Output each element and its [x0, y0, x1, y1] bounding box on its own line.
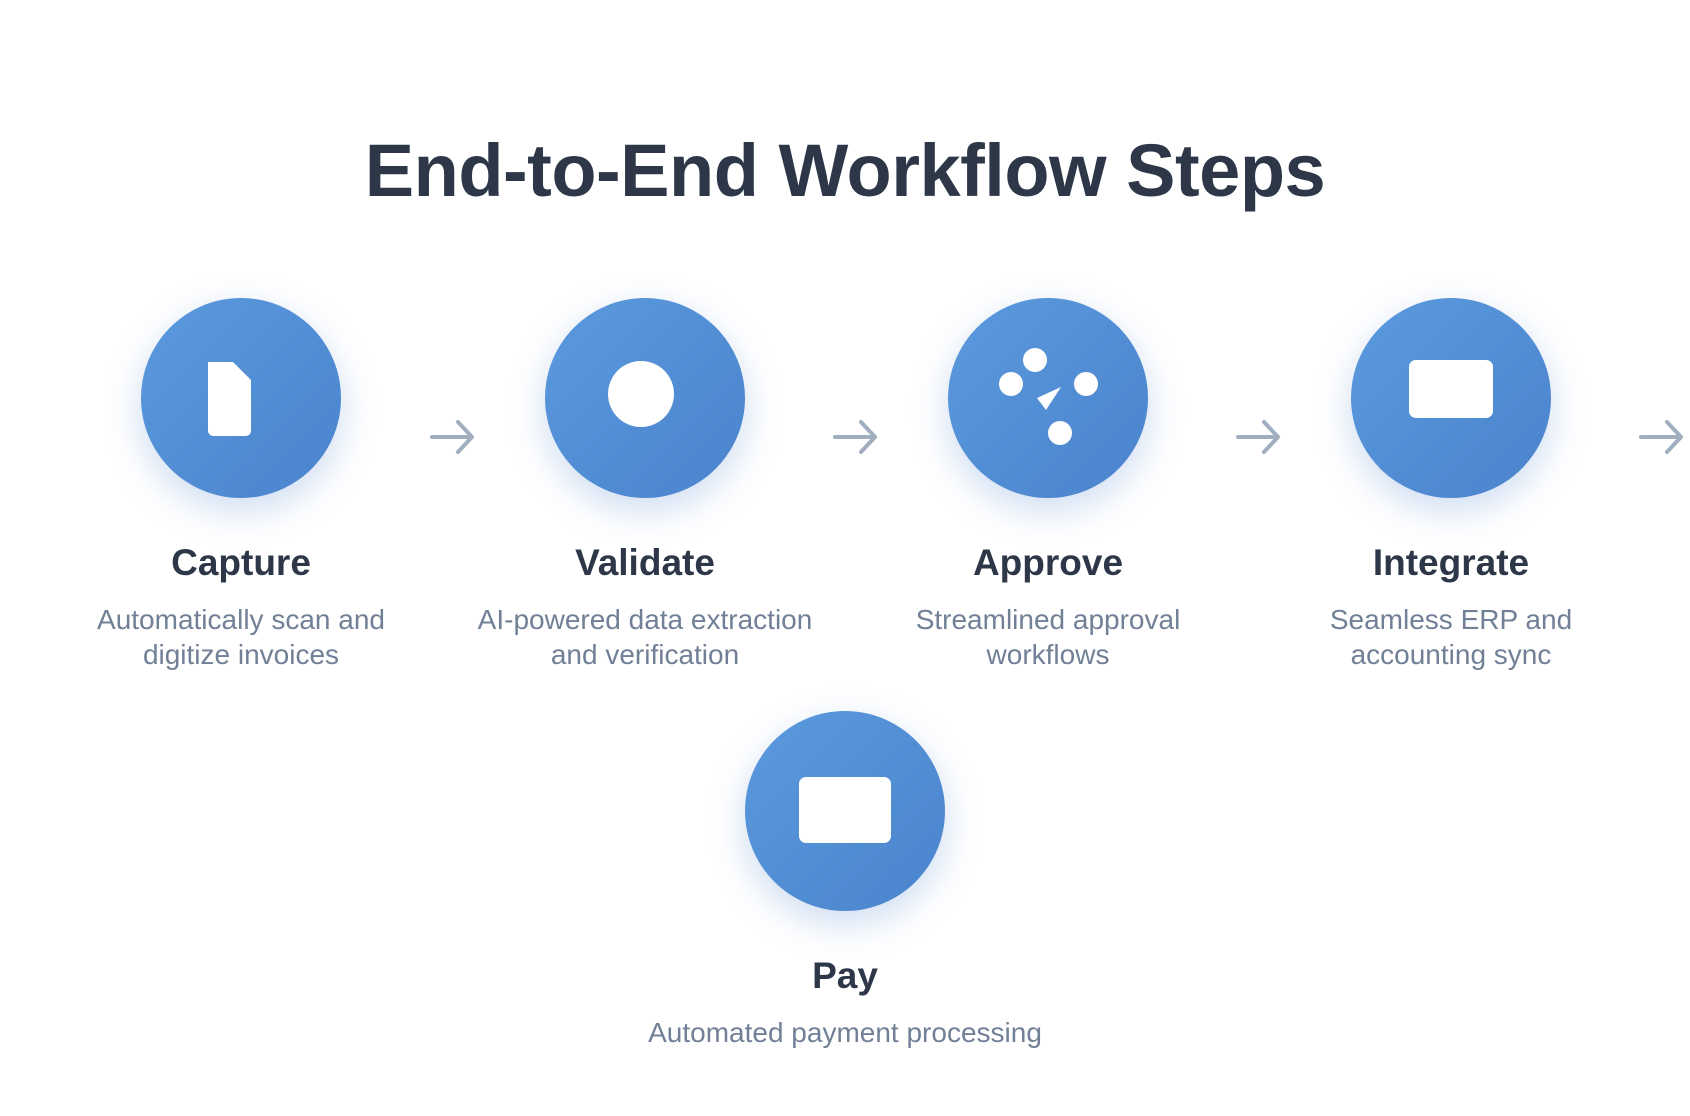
arrow-right-icon: [430, 420, 474, 454]
rectangle-icon: [1409, 360, 1493, 418]
compass-icon: [999, 348, 1098, 445]
step-icon-circle: [545, 298, 745, 498]
arrow-right-icon: [1639, 420, 1683, 454]
step-title: Validate: [575, 542, 715, 583]
step-title: Pay: [812, 955, 878, 996]
step-title: Integrate: [1372, 542, 1530, 583]
step-description: Automated payment processing: [648, 1017, 1042, 1048]
document-icon: [208, 362, 251, 436]
arrow-right-icon: [833, 420, 877, 454]
step-icon-circle: [745, 711, 945, 911]
step-icon-circle: [1351, 298, 1551, 498]
card-icon: [799, 777, 891, 843]
step-title: Capture: [171, 542, 311, 583]
step-icon-circle: [948, 298, 1148, 498]
step-pay: Pay Automated payment processing: [645, 711, 1045, 1050]
circle-icon: [608, 361, 674, 427]
step-icon-circle: [141, 298, 341, 498]
page-title: End-to-End Workflow Steps: [364, 129, 1326, 212]
arrow-right-icon: [1236, 420, 1280, 454]
step-title: Approve: [972, 542, 1124, 583]
